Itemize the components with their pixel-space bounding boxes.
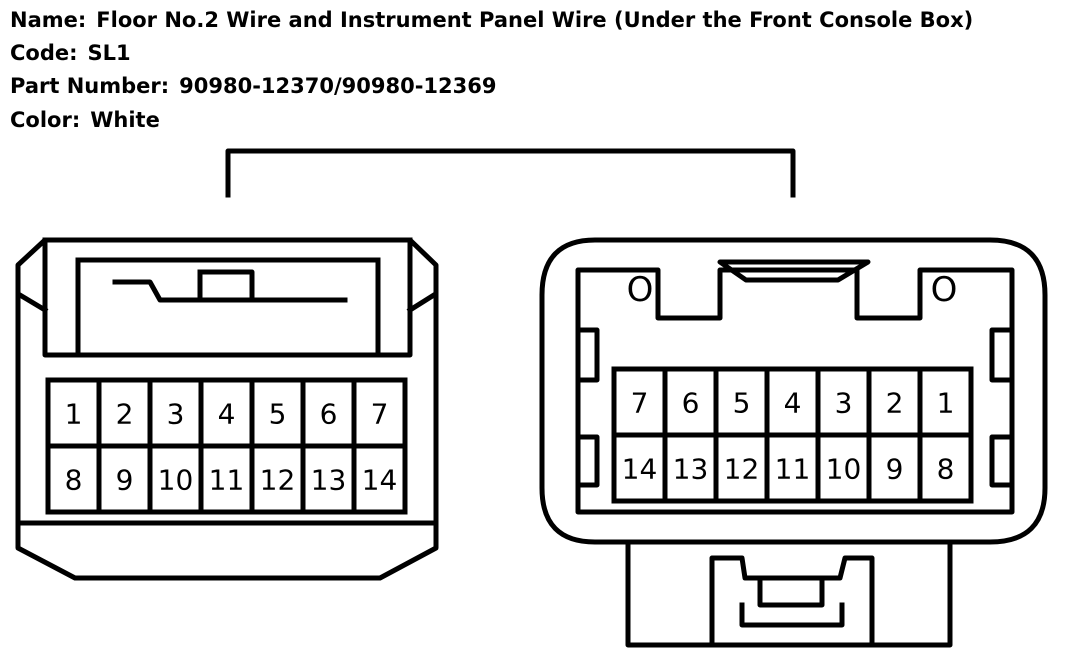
part-number-value: 90980-12370/90980-12369 <box>179 74 497 98</box>
code-label: Code: <box>10 41 78 65</box>
pin-number: 13 <box>673 453 709 486</box>
pin-number: 12 <box>724 453 760 486</box>
name-label: Name: <box>10 8 87 32</box>
pin-number: 5 <box>733 387 751 420</box>
pin-number: 14 <box>362 464 398 497</box>
name-value: Floor No.2 Wire and Instrument Panel Wir… <box>96 8 974 32</box>
pin-number: 3 <box>167 398 185 431</box>
pin-number: 4 <box>218 398 236 431</box>
pin-number: 8 <box>65 464 83 497</box>
pin-number: 11 <box>209 464 245 497</box>
pin-number: 2 <box>116 398 134 431</box>
pin-number: 5 <box>269 398 287 431</box>
pin-number: 9 <box>886 453 904 486</box>
pin-number: 6 <box>682 387 700 420</box>
part-number-label: Part Number: <box>10 74 170 98</box>
name-line: Name: Floor No.2 Wire and Instrument Pane… <box>10 8 973 32</box>
color-value: White <box>90 108 160 132</box>
color-line: Color: White <box>10 108 160 132</box>
pin-number: 1 <box>937 387 955 420</box>
right-locking-hole-right: O <box>931 270 958 310</box>
pin-number: 13 <box>311 464 347 497</box>
color-label: Color: <box>10 108 81 132</box>
pin-number: 9 <box>116 464 134 497</box>
pin-cell <box>351 443 408 515</box>
pin-number: 4 <box>784 387 802 420</box>
code-line: Code: SL1 <box>10 41 131 65</box>
pin-number: 7 <box>631 387 649 420</box>
pin-number: 1 <box>65 398 83 431</box>
pin-number: 6 <box>320 398 338 431</box>
pin-number: 10 <box>826 453 862 486</box>
mating-bracket <box>225 148 796 198</box>
pin-number: 10 <box>158 464 194 497</box>
pin-number: 12 <box>260 464 296 497</box>
pin-number: 11 <box>775 453 811 486</box>
pin-number: 7 <box>371 398 389 431</box>
pin-number: 14 <box>622 453 658 486</box>
code-value: SL1 <box>87 41 131 65</box>
pin-number: 8 <box>937 453 955 486</box>
part-number-line: Part Number: 90980-12370/90980-12369 <box>10 74 496 98</box>
pin-cell <box>917 432 974 504</box>
right-connector-body <box>539 237 1048 648</box>
pin-number: 3 <box>835 387 853 420</box>
pin-number: 2 <box>886 387 904 420</box>
right-locking-hole-left: O <box>627 270 654 310</box>
left-connector-body <box>15 237 439 581</box>
